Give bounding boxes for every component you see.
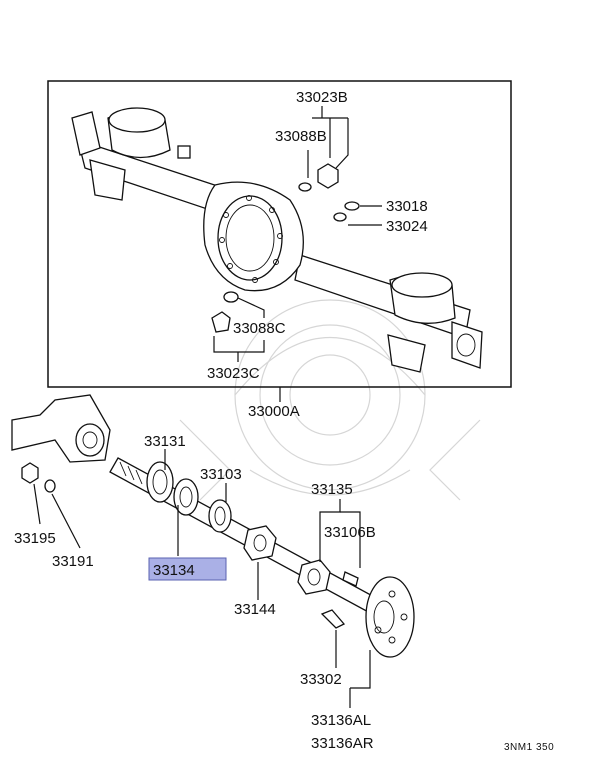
label-33195[interactable]: 33195 — [14, 530, 56, 547]
axle-shaft-drawing — [11, 394, 415, 658]
label-33134[interactable]: 33134 — [153, 562, 195, 579]
upper-leader-lines — [213, 106, 382, 402]
figure-code: 3NM1 350 — [504, 742, 554, 753]
axle-housing-drawing — [71, 107, 483, 373]
label-33135[interactable]: 33135 — [311, 481, 353, 498]
label-33131[interactable]: 33131 — [144, 433, 186, 450]
label-33024[interactable]: 33024 — [386, 218, 428, 235]
label-33023C[interactable]: 33023C — [207, 365, 260, 382]
label-33018[interactable]: 33018 — [386, 198, 428, 215]
watermark-emblem — [179, 299, 481, 501]
label-33000A[interactable]: 33000A — [248, 403, 300, 420]
label-33136AR[interactable]: 33136AR — [311, 735, 374, 752]
label-33136AL[interactable]: 33136AL — [311, 712, 371, 729]
label-33088C[interactable]: 33088C — [233, 320, 286, 337]
label-33106B[interactable]: 33106B — [324, 524, 376, 541]
label-33023B[interactable]: 33023B — [296, 89, 348, 106]
label-33191[interactable]: 33191 — [52, 553, 94, 570]
label-33144[interactable]: 33144 — [234, 601, 276, 618]
highlight-33134 — [148, 557, 227, 581]
label-33302[interactable]: 33302 — [300, 671, 342, 688]
lower-leader-lines — [33, 449, 371, 708]
label-33088B[interactable]: 33088B — [275, 128, 327, 145]
label-33103[interactable]: 33103 — [200, 466, 242, 483]
